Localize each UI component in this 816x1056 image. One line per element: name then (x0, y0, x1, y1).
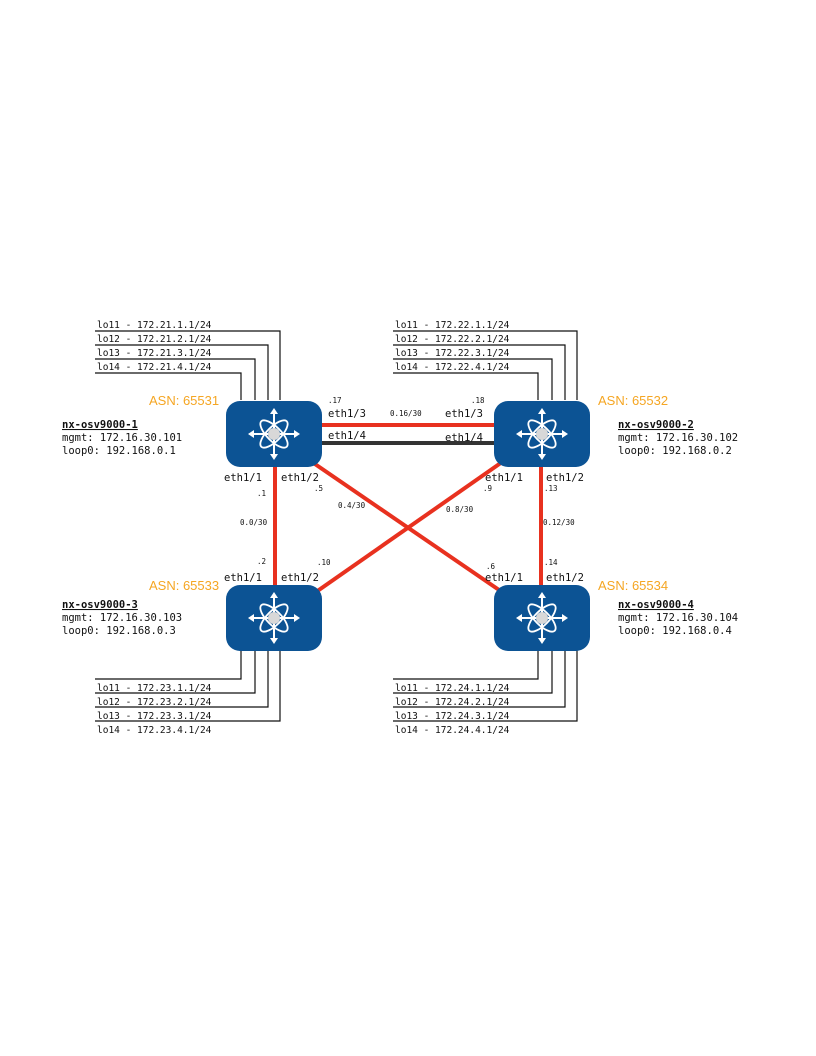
loopback-label: lo11 - 172.23.1.1/24 (97, 683, 212, 694)
links (273, 423, 543, 594)
ip-label: .10 (317, 558, 331, 567)
loopback-label: lo13 - 172.22.3.1/24 (395, 348, 510, 359)
switch-name: nx-osv9000-3 (62, 599, 138, 611)
switch-loop0: loop0: 192.168.0.3 (62, 625, 176, 637)
switch-nx-osv9000-2[interactable] (494, 401, 590, 467)
subnet-label: 0.16/30 (390, 409, 422, 418)
ip-label: .18 (471, 396, 485, 405)
loopback-label: lo13 - 172.21.3.1/24 (97, 348, 212, 359)
ip-label: .9 (483, 484, 492, 493)
ip-label: .2 (257, 557, 266, 566)
switch-mgmt: mgmt: 172.16.30.104 (618, 612, 738, 624)
switch-name: nx-osv9000-2 (618, 419, 694, 431)
ip-label: .17 (328, 396, 342, 405)
subnet-label: 0.0/30 (240, 518, 268, 527)
port-label: eth1/2 (546, 572, 584, 584)
asn-label: ASN: 65534 (598, 578, 668, 593)
ip-label: .14 (544, 558, 558, 567)
port-label: eth1/1 (224, 472, 262, 484)
loopback-label: lo14 - 172.24.4.1/24 (395, 725, 510, 736)
loopback-label: lo11 - 172.21.1.1/24 (97, 320, 212, 331)
loopback-label: lo12 - 172.23.2.1/24 (97, 697, 212, 708)
loopback-label: lo12 - 172.24.2.1/24 (395, 697, 510, 708)
switch-loop0: loop0: 192.168.0.1 (62, 445, 176, 457)
port-label: eth1/1 (485, 572, 523, 584)
ip-label: .5 (314, 484, 323, 493)
loopback-lines (95, 330, 578, 722)
switch-loop0: loop0: 192.168.0.4 (618, 625, 732, 637)
loopback-label: lo13 - 172.23.3.1/24 (97, 711, 212, 722)
switch-nx-osv9000-1[interactable] (226, 401, 322, 467)
port-label: eth1/1 (224, 572, 262, 584)
link-sw2-sw3 (314, 458, 507, 594)
subnet-label: 0.4/30 (338, 501, 366, 510)
switch-name: nx-osv9000-4 (618, 599, 694, 611)
asn-label: ASN: 65533 (149, 578, 219, 593)
loopback-label: lo11 - 172.24.1.1/24 (395, 683, 510, 694)
subnet-label: 0.12/30 (543, 518, 575, 527)
switch-nx-osv9000-3[interactable] (226, 585, 322, 651)
port-label: eth1/1 (485, 472, 523, 484)
switch-mgmt: mgmt: 172.16.30.102 (618, 432, 738, 444)
port-label: eth1/2 (281, 572, 319, 584)
switch-loop0: loop0: 192.168.0.2 (618, 445, 732, 457)
loopback-label: lo11 - 172.22.1.1/24 (395, 320, 510, 331)
loopback-label: lo14 - 172.22.4.1/24 (395, 362, 510, 373)
subnet-label: 0.8/30 (446, 505, 474, 514)
loopback-label: lo12 - 172.21.2.1/24 (97, 334, 212, 345)
switch-mgmt: mgmt: 172.16.30.101 (62, 432, 182, 444)
ip-label: .13 (544, 484, 558, 493)
switch-name: nx-osv9000-1 (62, 419, 138, 431)
port-label: eth1/3 (328, 408, 366, 420)
loopback-label: lo13 - 172.24.3.1/24 (395, 711, 510, 722)
loopback-label: lo12 - 172.22.2.1/24 (395, 334, 510, 345)
port-label: eth1/4 (445, 432, 483, 444)
ip-label: .6 (486, 562, 496, 571)
port-label: eth1/2 (546, 472, 584, 484)
asn-label: ASN: 65532 (598, 393, 668, 408)
switch-nx-osv9000-4[interactable] (494, 585, 590, 651)
port-label: eth1/3 (445, 408, 483, 420)
switch-mgmt: mgmt: 172.16.30.103 (62, 612, 182, 624)
loopback-label: lo14 - 172.21.4.1/24 (97, 362, 212, 373)
ip-label: .1 (257, 489, 266, 498)
loopback-label: lo14 - 172.23.4.1/24 (97, 725, 212, 736)
port-label: eth1/2 (281, 472, 319, 484)
port-label: eth1/4 (328, 430, 366, 442)
asn-label: ASN: 65531 (149, 393, 219, 408)
